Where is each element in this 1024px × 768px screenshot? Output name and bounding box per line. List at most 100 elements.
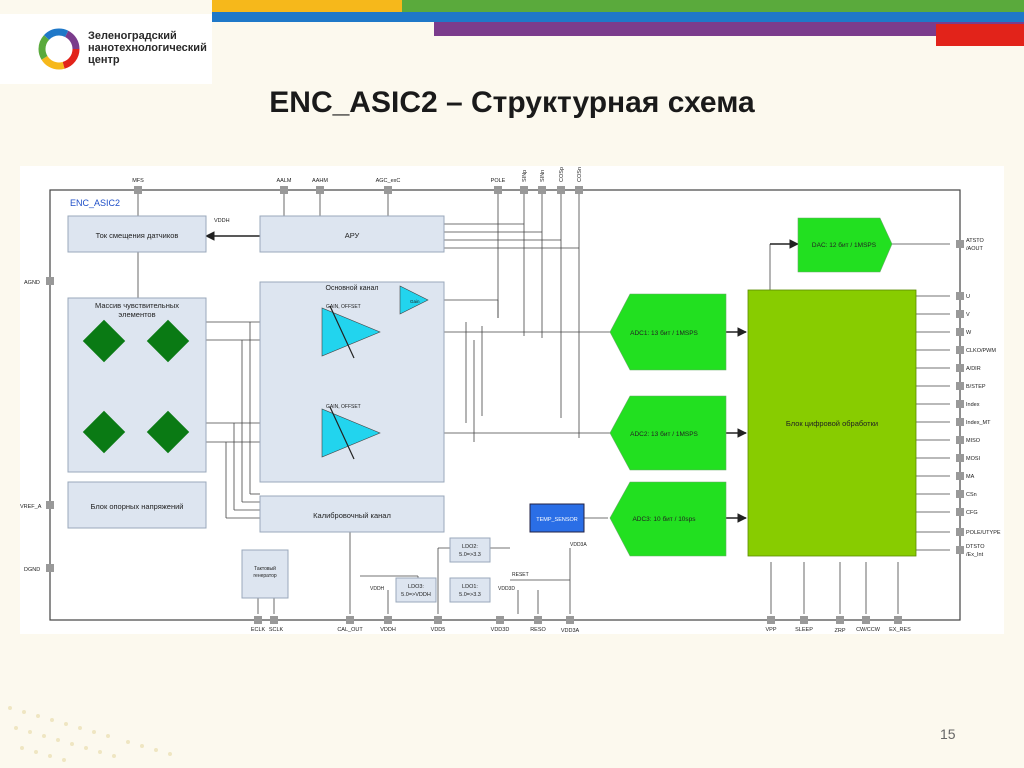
adc3-label: ADC3: 10 бит / 10sps <box>632 515 696 523</box>
block-adc3: ADC3: 10 бит / 10sps <box>609 481 727 557</box>
vdd3d-label: VDD3D <box>498 586 515 592</box>
pin-sinp <box>520 186 528 194</box>
pin-sclk <box>270 616 278 624</box>
pin-u <box>956 292 964 300</box>
block-ldo2: LDO2: 5.0=>3.3 <box>449 537 491 563</box>
pin-ma-label: MA <box>966 474 975 480</box>
pin-index-mt-label: Index_MT <box>966 420 991 426</box>
block-bias: Ток смещения датчиков <box>67 215 207 253</box>
pin-cosn <box>575 186 583 194</box>
pin-cwccw <box>862 616 870 624</box>
logo-box: Зеленоградский нанотехнологический центр <box>0 14 212 84</box>
pin-cfg <box>956 508 964 516</box>
pin-zrp <box>836 616 844 624</box>
pin-bstep-label: B/STEP <box>966 384 986 390</box>
pin-atsto-label-2: /AOUT <box>966 246 983 252</box>
pin-ex-res <box>894 616 902 624</box>
pin-vddh <box>384 616 392 624</box>
pin-pole <box>494 186 502 194</box>
sensor-element <box>82 410 126 454</box>
adc1-label: ADC1: 13 бит / 1MSPS <box>630 329 698 337</box>
pin-vdd3a <box>566 616 574 624</box>
agc-label: АРУ <box>345 231 360 240</box>
logo-text: Зеленоградский нанотехнологический центр <box>88 30 218 66</box>
stripe-green <box>402 0 1024 12</box>
pin-v-label: V <box>966 312 970 318</box>
decorative-dot-pattern <box>8 706 172 762</box>
sensor-element <box>146 410 190 454</box>
pin-vpp-label: VPP <box>765 627 776 633</box>
bias-label: Ток смещения датчиков <box>96 231 179 240</box>
ldo2-label-2: 5.0=>3.3 <box>459 552 481 558</box>
page-title: ENC_ASIC2 – Структурная схема <box>269 86 755 119</box>
pin-dtsto-label-2: /Ex_Int <box>966 552 984 558</box>
pin-adir-label: A/DIR <box>966 366 981 372</box>
pins-bottom: ECLK SCLK CAL_OUT VDDH VDD5 VDD3D RESO V… <box>251 616 911 634</box>
block-ldo3: LDO3: 5.0=>VDDH <box>395 577 437 603</box>
pin-eclk <box>254 616 262 624</box>
clock-label-2: генератор <box>253 573 277 579</box>
pin-clko <box>956 346 964 354</box>
pin-pole-label: POLE <box>491 178 506 184</box>
small-amp <box>399 285 429 315</box>
pin-dtsto-label-1: DTSTO <box>966 544 985 550</box>
amp2-label: GAIN, OFFSET <box>326 404 361 410</box>
pin-reso-label: RESO <box>530 627 546 633</box>
pin-sclk-label: SCLK <box>269 627 284 633</box>
logo-line1: Зеленоградский <box>88 30 177 42</box>
pin-pole-utype-label: POLE/UTYPE <box>966 530 1001 536</box>
pin-vdd3a-label: VDD3A <box>561 628 580 634</box>
pin-cal-out-label: CAL_OUT <box>337 627 363 633</box>
pins-top: MFS AALM AAHM AGC_exC POLE SINp SINn COS… <box>132 167 583 194</box>
pin-w <box>956 328 964 336</box>
pin-vdd3d-label: VDD3D <box>491 627 510 633</box>
adc2-label: ADC2: 13 бит / 1MSPS <box>630 430 698 438</box>
pin-ex-res-label: EX_RES <box>889 627 911 633</box>
pin-dgnd-label: DGND <box>24 567 40 573</box>
block-vref: Блок опорных напряжений <box>67 481 207 529</box>
chip-label: ENC_ASIC2 <box>70 198 120 208</box>
pin-reso <box>534 616 542 624</box>
pin-ma <box>956 472 964 480</box>
pin-dgnd <box>46 564 54 572</box>
ldo2-label-1: LDO2: <box>462 544 478 550</box>
pin-mosi-label: MOSI <box>966 456 981 462</box>
pin-vdd5-label: VDD5 <box>431 627 446 633</box>
calib-label: Калибровочный канал <box>313 511 391 520</box>
page-number: 15 <box>940 726 956 742</box>
pin-miso-label: MISO <box>966 438 981 444</box>
block-diagram: ENC_ASIC2 <box>20 167 1001 634</box>
block-main-channel: Основной канал GAIN, OFFSET GAIN, OFFSET… <box>259 281 445 483</box>
pin-aahm <box>316 186 324 194</box>
pin-mfs <box>134 186 142 194</box>
arrows <box>205 231 799 523</box>
pins-right: ATSTO /AOUT U V W CLKO/PWM A/DIR B/STEP … <box>956 238 1001 558</box>
pin-agnd <box>46 277 54 285</box>
pin-cal-out <box>346 616 354 624</box>
pin-sleep-label: SLEEP <box>795 627 813 633</box>
sensor-element <box>146 319 190 363</box>
temp-label: TEMP_SENSOR <box>536 517 578 523</box>
stripe-purple <box>434 22 1024 36</box>
vddh-ldo-label: VDDH <box>370 586 385 592</box>
pin-u-label: U <box>966 294 970 300</box>
pin-index-label: Index <box>966 402 980 408</box>
pin-adir <box>956 364 964 372</box>
ldo1-label-1: LDO1: <box>462 584 478 590</box>
pin-agnd-label: AGND <box>24 280 40 286</box>
pin-eclk-label: ECLK <box>251 627 266 633</box>
pin-dtsto <box>956 546 964 554</box>
block-calib: Калибровочный канал <box>259 495 445 533</box>
logo-line3: центр <box>88 54 120 66</box>
pin-agcexc-label: AGC_exC <box>376 178 401 184</box>
logo-line2: нанотехнологический <box>88 42 207 54</box>
pin-csn <box>956 490 964 498</box>
reset-label: RESET <box>512 572 529 578</box>
pin-atsto <box>956 240 964 248</box>
dac-label: DAC: 12 бит / 1MSPS <box>812 241 877 249</box>
block-adc2: ADC2: 13 бит / 1MSPS <box>609 395 727 471</box>
pin-sinp-label: SINp <box>522 170 528 182</box>
pin-agcexc <box>384 186 392 194</box>
ldo1-label-2: 5.0=>3.3 <box>459 592 481 598</box>
stripe-blue <box>212 12 1024 22</box>
